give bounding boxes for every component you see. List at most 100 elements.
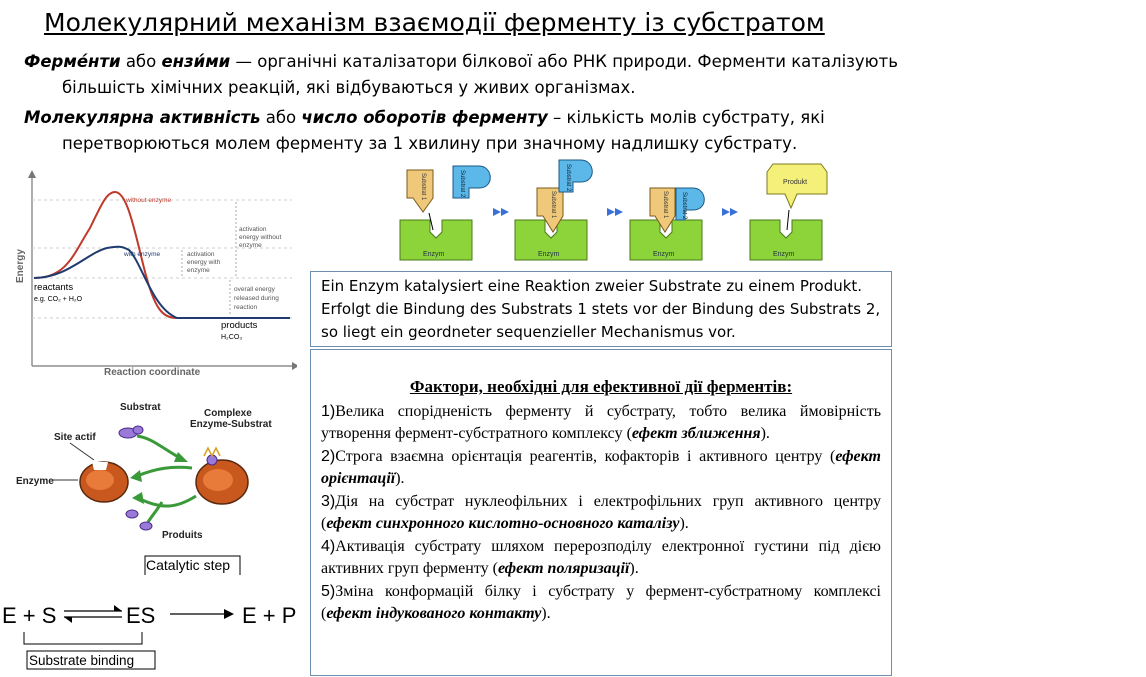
enzyme-cycle-diagram: Substrat Site actif Complexe Enzyme-Subs…: [16, 402, 272, 541]
definition-or: або: [260, 108, 302, 127]
activation-without-label: activation energy without enzyme: [239, 226, 283, 249]
term-molecular-activity: Молекулярна активність: [24, 108, 261, 127]
arrow-icon: [130, 470, 142, 482]
produits-label: Produits: [162, 530, 203, 541]
y-axis-arrow-icon: [28, 170, 36, 178]
arrow-icon: [64, 617, 72, 623]
effect-name: ефект зближення: [631, 425, 761, 442]
binding-arrow: [428, 212, 434, 231]
reaction-scheme: Catalytic step E + S ES E + P Substrate …: [2, 555, 296, 670]
stage-2: Enzym Substrat 1 Substrat 2: [514, 159, 593, 261]
arrow-icon: [493, 208, 501, 216]
substrate-2-shape: [675, 187, 705, 221]
substrate-2-label: Substrat 2: [681, 192, 687, 220]
page-title: Молекулярний механізм взаємодії ферменту…: [44, 8, 825, 37]
substrate-binding-box: [26, 650, 156, 670]
substrate-2-shape: [452, 165, 491, 199]
reactants-expression: E + S: [2, 603, 56, 628]
enzyme-label: Enzym: [538, 251, 560, 258]
stage-1: Enzym Substrat 1 Substrat 2: [399, 165, 491, 261]
arrow-icon: [501, 208, 509, 216]
overall-energy-label: overall energy released during reaction: [234, 286, 281, 311]
release-arrow: [786, 209, 790, 231]
factors-panel: Фактори, необхідні для ефективної дії фе…: [310, 349, 892, 676]
x-axis-arrow-icon: [292, 362, 297, 370]
arrow-icon: [174, 452, 188, 462]
substrate-binding-label: Substrate binding: [29, 653, 134, 668]
effect-name: ефект орієнтації: [321, 447, 881, 488]
enzyme-label: Enzyme: [16, 476, 54, 487]
reaction-axis-label: Reaction coordinate: [104, 367, 201, 378]
term-enzymes-alt: ензи́ми: [161, 52, 231, 71]
site-actif-label: Site actif: [54, 432, 96, 443]
complex-expression: ES: [126, 603, 155, 628]
energy-diagram: Energy Reaction coordinate without enzym…: [15, 170, 297, 378]
arrow-icon: [607, 208, 615, 216]
activity-definition: Молекулярна активність або число обороті…: [24, 105, 904, 157]
product-blob: [139, 521, 153, 531]
curve-without-enzyme: [33, 190, 290, 319]
energy-axis-label: Energy: [15, 249, 26, 283]
effect-name: ефект поляризації: [497, 560, 630, 577]
factor-item: 1)Велика спорідненість ферменту й субстр…: [321, 402, 881, 443]
curve-with-enzyme: [33, 245, 290, 319]
without-enzyme-label: without enzyme: [125, 197, 172, 204]
factor-item: 4)Активація субстрату шляхом перерозподі…: [321, 537, 881, 578]
substrate-binding-bracket: [23, 632, 143, 645]
definition-text: – кількість молів субстрату, які перетво…: [62, 108, 825, 153]
activation-with-label: activation energy with enzyme: [187, 251, 222, 274]
spark-icon: [203, 446, 221, 458]
complex-highlight: [203, 469, 233, 491]
products-label: products: [221, 320, 258, 331]
arrow-icon: [224, 609, 234, 619]
catalytic-step-bracket: [144, 555, 241, 575]
factor-item: 2)Строга взаємна орієнтація реагентів, к…: [321, 447, 881, 488]
substrate-1-shape: [406, 169, 434, 213]
enzyme-label: Enzym: [423, 251, 445, 258]
sequential-mechanism-diagram: Enzym Substrat 1 Substrat 2 Enzym Substr…: [399, 159, 828, 261]
catalytic-step-label: Catalytic step: [146, 557, 230, 573]
definition-text: — органічні каталізатори білкової або РН…: [62, 52, 898, 97]
product-blob: [125, 509, 139, 519]
effect-name: ефект синхронного кислотно-основного кат…: [326, 515, 680, 532]
stage-4: Enzym Produkt: [749, 163, 828, 261]
enzyme-highlight: [86, 470, 114, 490]
cycle-arrow: [136, 465, 193, 478]
arrow-icon: [722, 208, 730, 216]
substrate-1-shape: [649, 187, 676, 233]
site-actif-pointer: [69, 442, 95, 461]
reactants-label: reactants: [34, 282, 73, 293]
enzyme-label: Enzym: [653, 251, 675, 258]
enzyme-label: Enzym: [773, 251, 795, 258]
reactants-formula: e.g. CO₂ + H₂O: [34, 296, 83, 303]
cycle-arrow: [137, 494, 197, 508]
with-enzyme-label: with enzyme: [123, 251, 161, 258]
arrow-icon: [730, 208, 738, 216]
substrate-1-label: Substrat 1: [550, 191, 556, 219]
effect-name: ефект індукованого контакту: [326, 605, 542, 622]
german-description: Ein Enzym katalysiert eine Reaktion zwei…: [310, 271, 892, 347]
substrat-label: Substrat: [120, 402, 161, 413]
substrate-1-label: Substrat 1: [662, 191, 668, 219]
product-label: Produkt: [783, 179, 807, 186]
term-enzymes: Ферме́нти: [24, 52, 121, 71]
cycle-arrow: [136, 434, 181, 460]
substrate-blob: [132, 425, 144, 435]
factors-heading: Фактори, необхідні для ефективної дії фе…: [409, 377, 793, 396]
cycle-arrow: [146, 501, 164, 523]
substrate-1-label: Substrat 1: [420, 173, 426, 201]
definition-or: або: [120, 52, 162, 71]
stage-3: Enzym Substrat 1 Substrat 2: [629, 187, 705, 261]
arrow-icon: [114, 605, 122, 611]
substrate-2-label: Substrat 2: [459, 170, 465, 198]
arrow-icon: [615, 208, 623, 216]
enzyme-definition: Ферме́нти або ензи́ми — органічні каталі…: [24, 49, 904, 101]
arrow-icon: [132, 492, 144, 504]
products-expression: E + P: [242, 603, 296, 628]
products-formula: H₂CO₃: [221, 334, 242, 341]
complexe-label: Complexe Enzyme-Substrat: [190, 408, 272, 430]
factor-item: 5)Зміна конформацій білку і субстрату у …: [321, 582, 881, 623]
factor-item: 3)Дія на субстрат нуклеофільних і електр…: [321, 492, 881, 533]
substrate-2-label: Substrat 2: [565, 164, 571, 192]
term-turnover-number: число оборотів ферменту: [301, 108, 548, 127]
